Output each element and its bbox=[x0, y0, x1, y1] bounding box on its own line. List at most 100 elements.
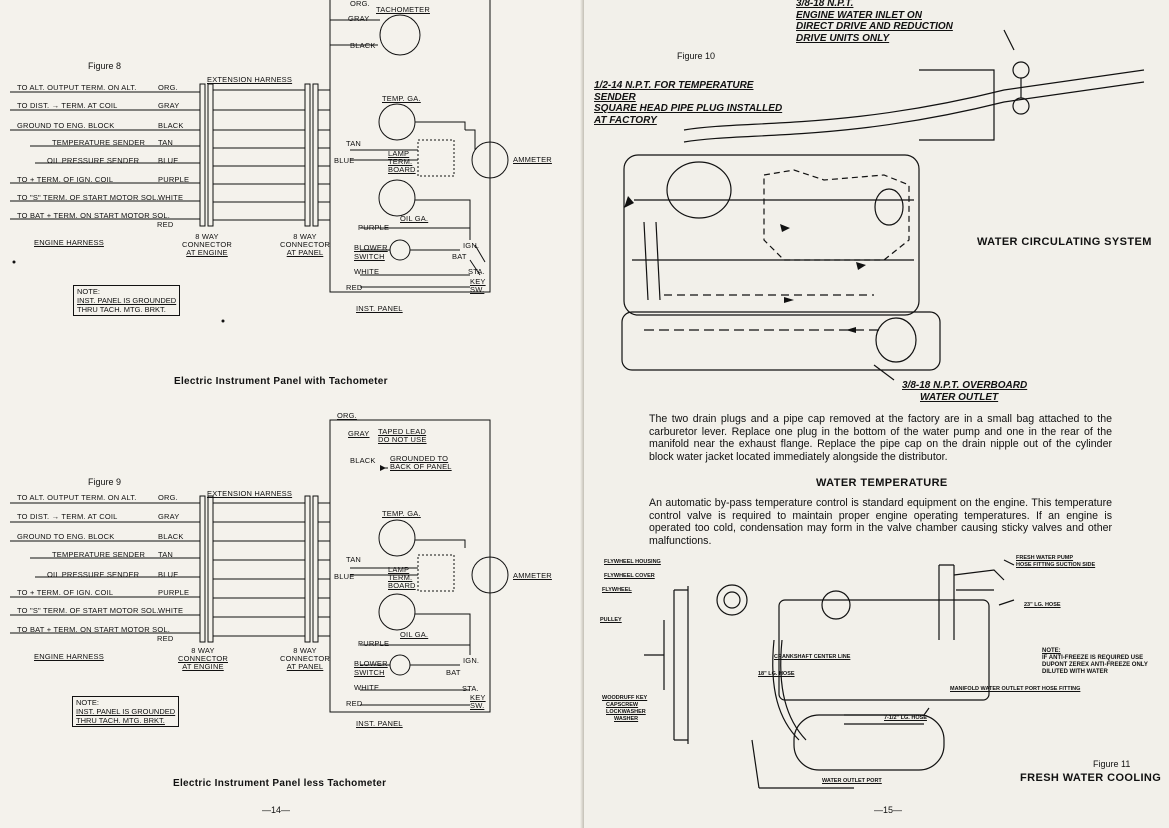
extension-harness-label-2: EXTENSION HARNESS bbox=[207, 489, 293, 498]
wire-label: TO DIST. → TERM. AT COIL bbox=[17, 512, 118, 521]
connector-at-engine-2: 8 WAY CONNECTOR AT ENGINE bbox=[178, 647, 228, 671]
fig11-note-line2: DUPONT ZEREX ANTI-FREEZE ONLY bbox=[1042, 662, 1148, 668]
connector-panel-line2: CONNECTOR bbox=[280, 240, 330, 249]
white-label-2: WHITE bbox=[354, 683, 380, 692]
fig11-part-label: WASHER bbox=[614, 716, 639, 722]
engine-harness-label-2: ENGINE HARNESS bbox=[34, 652, 104, 661]
wire-color: BLACK bbox=[158, 121, 184, 130]
wire-label: TEMPERATURE SENDER bbox=[52, 550, 146, 559]
sw-line-2: SW. bbox=[470, 701, 485, 710]
gray-label: GRAY bbox=[348, 14, 370, 23]
fig11-note-line3: DILUTED WITH WATER bbox=[1042, 669, 1108, 675]
inlet-line3: DIRECT DRIVE AND REDUCTION bbox=[796, 21, 953, 32]
do-not-use-line: DO NOT USE bbox=[378, 435, 427, 444]
wire-color: GRAY bbox=[158, 512, 180, 521]
wire-label: TO ALT. OUTPUT TERM. ON ALT. bbox=[17, 493, 137, 502]
connector-engine2-line2: CONNECTOR bbox=[178, 654, 228, 663]
note9-title: NOTE: bbox=[76, 698, 99, 707]
right-page: Figure 10 3/8-18 N.P.T. ENGINE WATER INL… bbox=[584, 0, 1169, 828]
switch-line: SWITCH bbox=[354, 252, 385, 261]
oil-ga-label-2: OIL GA. bbox=[400, 630, 429, 639]
oil-ga-label: OIL GA. bbox=[400, 214, 429, 223]
blower-switch-label-2: BLOWER SWITCH bbox=[354, 659, 388, 677]
outlet-line1: 3/8-18 N.P.T. OVERBOARD bbox=[902, 380, 1028, 391]
ign-label-2: IGN. bbox=[463, 656, 480, 665]
wire-label: TEMPERATURE SENDER bbox=[52, 138, 146, 147]
inlet-line2: ENGINE WATER INLET ON bbox=[796, 9, 922, 21]
connector-engine-line3: AT ENGINE bbox=[186, 248, 228, 257]
temperature-paragraph: An automatic by-pass temperature control… bbox=[649, 497, 1112, 547]
fig11-part-label: FLYWHEEL HOUSING bbox=[604, 559, 661, 565]
connector-panel-line1: 8 WAY bbox=[293, 232, 317, 241]
sender-line4: AT FACTORY bbox=[594, 114, 657, 126]
inst-panel-label-2: INST. PANEL bbox=[356, 719, 403, 728]
wiring-lines bbox=[10, 0, 509, 713]
wire-color: WHITE bbox=[158, 193, 184, 202]
wire-label: TO + TERM. OF IGN. COIL bbox=[17, 175, 114, 184]
wire-label: OIL PRESSURE SENDER bbox=[47, 570, 140, 579]
fig11-note-title: NOTE: bbox=[1042, 648, 1061, 654]
fig11-part-label: CAPSCREW bbox=[606, 702, 639, 708]
fig11-part-label: CRANKSHAFT CENTER LINE bbox=[774, 654, 851, 660]
tan-label: TAN bbox=[346, 139, 362, 148]
fig11-note-line1: IF ANTI-FREEZE IS REQUIRED USE bbox=[1042, 655, 1144, 661]
fig9-caption: Electric Instrument Panel less Tachomete… bbox=[173, 778, 387, 789]
inlet-line1: 3/8-18 N.P.T. bbox=[796, 0, 854, 9]
purple-label-2: PURPLE bbox=[358, 639, 390, 648]
fig11-note: NOTE: IF ANTI-FREEZE IS REQUIRED USE DUP… bbox=[1042, 648, 1148, 676]
tan-label-2: TAN bbox=[346, 555, 362, 564]
black-label-2: BLACK bbox=[350, 456, 376, 465]
grounded-to-line: GROUNDED TO bbox=[390, 454, 449, 463]
connector-engine-line2: CONNECTOR bbox=[182, 240, 232, 249]
inlet-callout: 3/8-18 N.P.T. ENGINE WATER INLET ON DIRE… bbox=[796, 0, 953, 44]
fig11-part-label: 23" LG. HOSE bbox=[1024, 602, 1061, 608]
key-sw-label: KEY SW. bbox=[470, 278, 486, 294]
water-temperature-heading: WATER TEMPERATURE bbox=[816, 477, 948, 489]
wire-label: TO BAT + TERM. ON START MOTOR SOL. bbox=[17, 625, 171, 634]
taped-lead-line: TAPED LEAD bbox=[378, 427, 427, 436]
fig11-part-label: 7-1/2" LG. HOSE bbox=[884, 715, 927, 721]
wire-color: BLUE bbox=[158, 156, 179, 165]
sta-label-2: STA. bbox=[462, 684, 479, 693]
wire-label: TO + TERM. OF IGN. COIL bbox=[17, 588, 114, 597]
sta-label: STA. bbox=[468, 267, 485, 276]
engine-harness-label: ENGINE HARNESS bbox=[34, 238, 104, 247]
note-line2: THRU TACH. MTG. BRKT. bbox=[77, 305, 166, 314]
drain-plugs-paragraph: The two drain plugs and a pipe cap remov… bbox=[649, 413, 1112, 463]
grounded-to-back: GROUNDED TO BACK OF PANEL bbox=[390, 455, 452, 471]
wire-color: TAN bbox=[158, 138, 174, 147]
wire-color: BLACK bbox=[158, 532, 184, 541]
connector-panel2-line1: 8 WAY bbox=[293, 646, 317, 655]
extension-harness-label: EXTENSION HARNESS bbox=[207, 75, 293, 84]
tachometer-label: TACHOMETER bbox=[376, 5, 430, 14]
back-of-panel-line: BACK OF PANEL bbox=[390, 462, 452, 471]
left-page: Figure 8 ORG. EXTENSION HARNESS TO ALT. … bbox=[0, 0, 584, 828]
fig11-part-label: WOODRUFF KEY bbox=[602, 695, 648, 701]
blue-label-2: BLUE bbox=[334, 572, 355, 581]
fig8-caption: Electric Instrument Panel with Tachomete… bbox=[174, 376, 388, 387]
wire-color: GRAY bbox=[158, 101, 180, 110]
connector-panel2-line3: AT PANEL bbox=[286, 662, 324, 671]
wire-color: RED bbox=[157, 634, 174, 643]
key-line-2: KEY bbox=[470, 693, 486, 702]
lamp-term-board-2: LAMP TERM. BOARD bbox=[388, 566, 416, 590]
black-label: BLACK bbox=[350, 41, 376, 50]
purple-label: PURPLE bbox=[358, 223, 390, 232]
blower-line-2: BLOWER bbox=[354, 659, 388, 668]
lamp-line-2: LAMP bbox=[388, 565, 410, 574]
wire-label: OIL PRESSURE SENDER bbox=[47, 156, 140, 165]
wire-color: PURPLE bbox=[158, 588, 190, 597]
fig11-part-label: WATER OUTLET PORT bbox=[822, 778, 882, 784]
org-label: ORG. bbox=[337, 411, 357, 420]
blower-line: BLOWER bbox=[354, 243, 388, 252]
fig11-part-label: LOCKWASHER bbox=[606, 709, 646, 715]
key-line: KEY bbox=[470, 277, 486, 286]
connector-engine-line1: 8 WAY bbox=[195, 232, 219, 241]
figure-9-label: Figure 9 bbox=[88, 477, 122, 487]
note9-line1: INST. PANEL IS GROUNDED bbox=[76, 707, 176, 716]
ammeter-label: AMMETER bbox=[513, 155, 552, 164]
fig11-part-label: PULLEY bbox=[600, 617, 622, 623]
note-title: NOTE: bbox=[77, 287, 100, 296]
connector-at-engine: 8 WAY CONNECTOR AT ENGINE bbox=[182, 233, 232, 257]
connector-panel-line3: AT PANEL bbox=[286, 248, 324, 257]
